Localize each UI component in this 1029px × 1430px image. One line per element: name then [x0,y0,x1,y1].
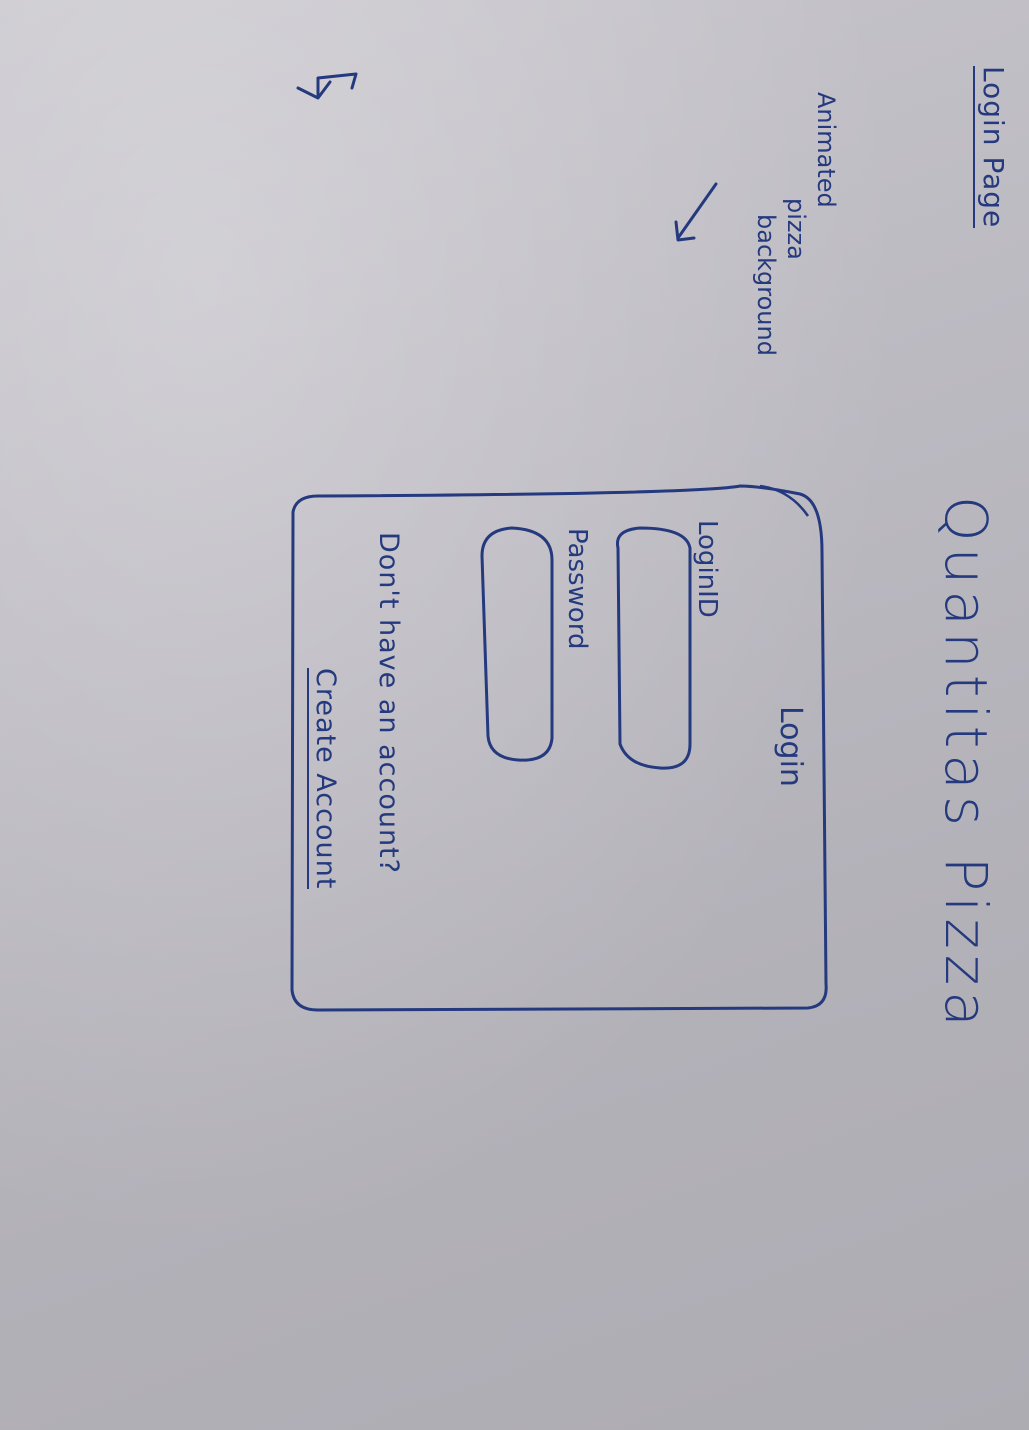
login-card-outline [290,484,828,1012]
create-account-link[interactable]: Create Account [307,668,341,890]
signup-prompt: Don't have an account? [373,532,404,874]
login-id-input[interactable] [612,528,694,768]
brand-title: Quantitas Pizza [932,496,1000,1033]
login-id-label: LoginID [692,520,722,618]
return-arrow-icon[interactable] [296,72,358,100]
down-left-arrow-icon [674,182,718,242]
login-id-input-outline [615,526,692,770]
login-card-corner-stroke [759,484,810,517]
background-note-line-3: background [752,214,780,356]
background-note-line-2: pizza [782,198,810,260]
login-form-title: Login [773,706,808,787]
password-input-outline [480,526,554,762]
page-title: Login Page [973,66,1010,229]
password-label: Password [562,528,592,650]
password-input[interactable] [474,530,562,762]
background-note-line-1: Animated [812,92,840,208]
